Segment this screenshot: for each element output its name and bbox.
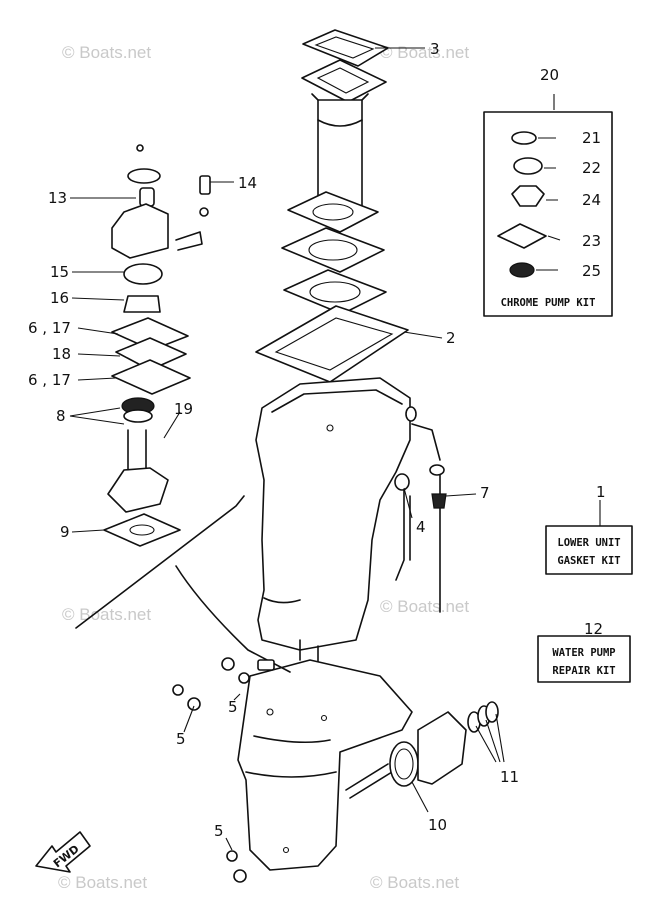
callout-1: 1 bbox=[596, 483, 606, 501]
callout-7: 7 bbox=[480, 484, 490, 502]
gasket-b bbox=[283, 269, 387, 315]
grommet bbox=[394, 473, 410, 491]
chrome-pump-kit-label: CHROME PUMP KIT bbox=[501, 297, 596, 309]
svg-text:GASKET KIT: GASKET KIT bbox=[557, 555, 620, 567]
watermark: © Boats.net bbox=[370, 873, 459, 892]
callout-23: 23 bbox=[582, 232, 601, 250]
callout-16: 16 bbox=[50, 289, 69, 307]
callout-6-17: 6 , 17 bbox=[28, 319, 71, 337]
callout-19: 19 bbox=[174, 400, 193, 418]
forward-arrow-icon: FWD bbox=[35, 831, 91, 873]
svg-text:REPAIR KIT: REPAIR KIT bbox=[552, 665, 615, 677]
propeller-shaft-housing bbox=[345, 701, 499, 799]
callout-numbers: 3 2 4 7 1 12 20 21 22 24 23 25 13 14 15 … bbox=[28, 40, 606, 840]
lower-casing bbox=[237, 659, 413, 871]
water-pump-repair-kit-box: WATER PUMP REPAIR KIT bbox=[537, 635, 631, 683]
callout-2: 2 bbox=[446, 329, 456, 347]
watermark: © Boats.net bbox=[62, 43, 151, 62]
lower-unit-gasket-kit-box: LOWER UNIT GASKET KIT bbox=[545, 525, 633, 575]
callout-11: 11 bbox=[500, 768, 519, 786]
callout-18: 18 bbox=[52, 345, 71, 363]
callout-8: 8 bbox=[56, 407, 66, 425]
svg-text:WATER PUMP: WATER PUMP bbox=[552, 647, 615, 659]
water-hose bbox=[395, 487, 405, 581]
callout-6-17: 6 , 17 bbox=[28, 371, 71, 389]
grommet-7 bbox=[431, 493, 447, 509]
chrome-pump-kit-box: CHROME PUMP KIT bbox=[483, 111, 613, 317]
callout-4: 4 bbox=[416, 518, 426, 536]
grommet bbox=[405, 406, 417, 422]
callout-24: 24 bbox=[582, 191, 601, 209]
callout-12: 12 bbox=[584, 620, 603, 638]
callout-21: 21 bbox=[582, 129, 601, 147]
svg-text:LOWER UNIT: LOWER UNIT bbox=[557, 537, 620, 549]
watermark: © Boats.net bbox=[58, 873, 147, 892]
grommet bbox=[429, 464, 445, 476]
upper-casing bbox=[255, 377, 411, 665]
watermark: © Boats.net bbox=[380, 597, 469, 616]
exhaust-base-gasket bbox=[287, 191, 379, 233]
watermark: © Boats.net bbox=[380, 43, 469, 62]
gasket-a bbox=[281, 227, 385, 273]
callout-14: 14 bbox=[238, 174, 257, 192]
callout-15: 15 bbox=[50, 263, 69, 281]
callout-3: 3 bbox=[430, 40, 440, 58]
water-pump-parts bbox=[103, 144, 211, 547]
bolt-5 bbox=[172, 657, 275, 883]
callout-5: 5 bbox=[176, 730, 186, 748]
exhaust-plate bbox=[301, 59, 387, 103]
leader-lines bbox=[69, 47, 601, 851]
callout-5: 5 bbox=[214, 822, 224, 840]
lower-unit-gasket bbox=[255, 305, 409, 383]
callout-10: 10 bbox=[428, 816, 447, 834]
callout-9: 9 bbox=[60, 523, 70, 541]
callout-25: 25 bbox=[582, 262, 601, 280]
callout-20: 20 bbox=[540, 66, 559, 84]
callout-5: 5 bbox=[228, 698, 238, 716]
watermark: © Boats.net bbox=[62, 605, 151, 624]
callout-22: 22 bbox=[582, 159, 601, 177]
shift-rod bbox=[75, 495, 245, 629]
callout-13: 13 bbox=[48, 189, 67, 207]
